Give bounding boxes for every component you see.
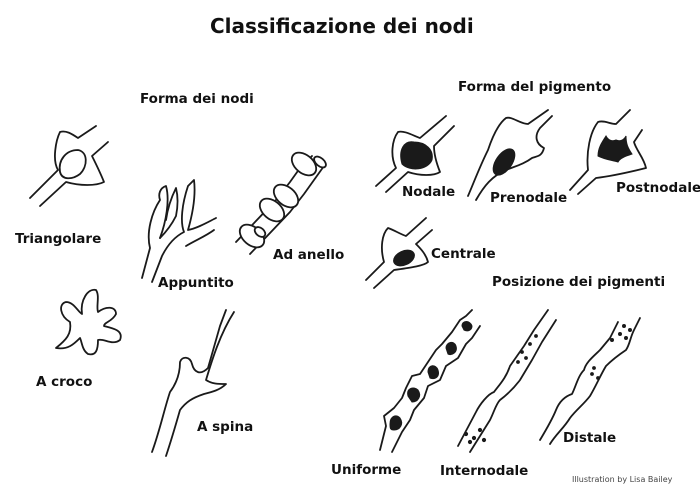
triangular-node-drawing xyxy=(29,125,109,207)
section-heading-pigment-shape: Forma del pigmento xyxy=(458,79,612,95)
label-internodale: Internodale xyxy=(440,463,529,479)
nodal-pigment-drawing xyxy=(375,115,455,193)
label-uniforme: Uniforme xyxy=(331,462,402,478)
internodal-pigment-drawing xyxy=(457,309,557,453)
uniform-pigment-drawing xyxy=(379,309,481,453)
label-distale: Distale xyxy=(563,430,617,446)
postnodal-pigment-drawing xyxy=(569,109,647,195)
prenodal-pigment-drawing xyxy=(467,109,553,201)
label-a-spina: A spina xyxy=(197,419,254,435)
spiny-node-drawing xyxy=(151,309,235,457)
label-postnodale: Postnodale xyxy=(616,180,700,196)
section-heading-node-shape: Forma dei nodi xyxy=(140,91,254,107)
section-heading-pigment-position: Posizione dei pigmenti xyxy=(492,274,666,290)
crocus-node-drawing xyxy=(55,288,122,356)
illustration-credit: Illustration by Lisa Bailey xyxy=(572,475,673,484)
label-nodale: Nodale xyxy=(402,184,456,200)
central-pigment-drawing xyxy=(365,217,433,289)
distal-pigment-drawing xyxy=(539,317,641,445)
label-triangolare: Triangolare xyxy=(15,231,102,247)
label-a-croco: A croco xyxy=(36,374,93,390)
label-prenodale: Prenodale xyxy=(490,190,568,206)
ringed-node-drawing xyxy=(235,151,327,255)
label-appuntito: Appuntito xyxy=(158,275,234,291)
label-ad-anello: Ad anello xyxy=(273,247,345,263)
pointed-node-drawing xyxy=(141,179,217,283)
label-centrale: Centrale xyxy=(431,246,496,262)
page-title: Classificazione dei nodi xyxy=(210,14,474,38)
